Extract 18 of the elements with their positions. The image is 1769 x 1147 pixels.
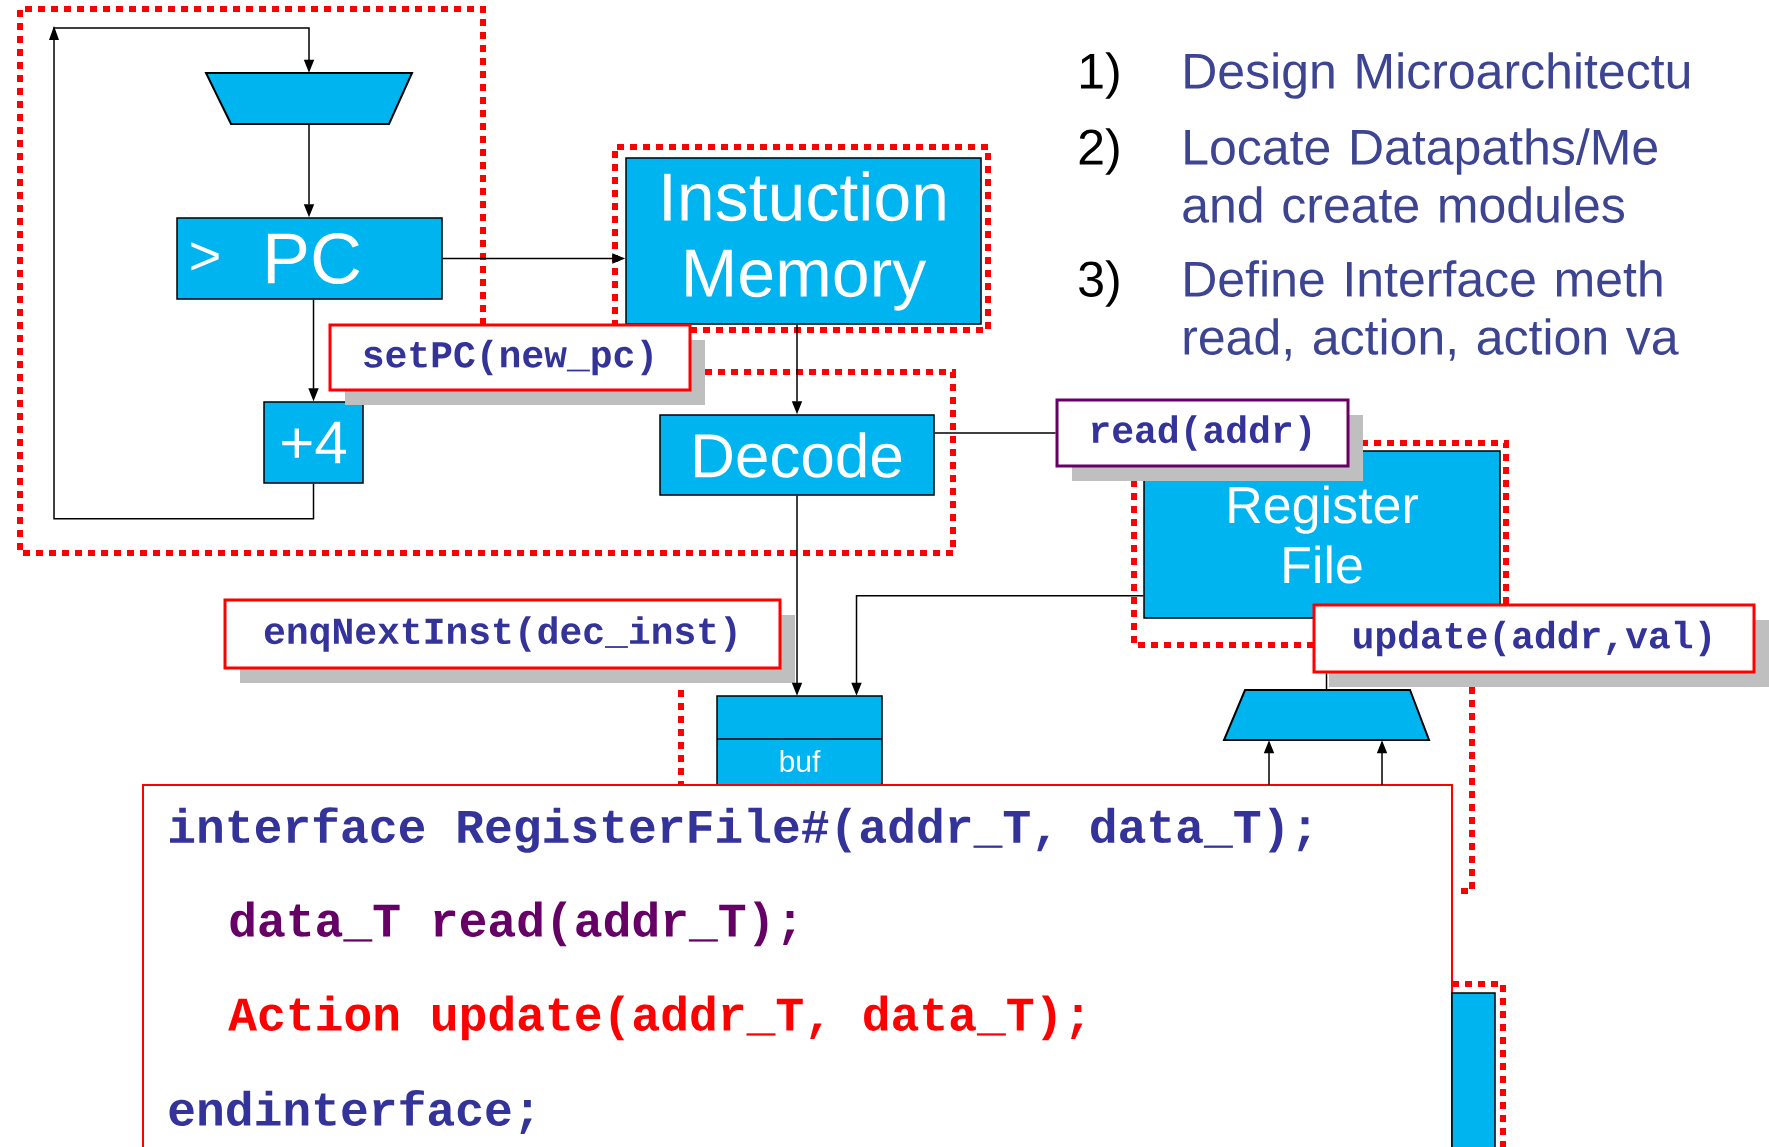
- code-box: interface RegisterFile#(addr_T, data_T); data_T read(addr_T); Action update(addr_T, data_T); endinterface;: [142, 784, 1453, 1147]
- method-callout: read(addr): [1055, 398, 1363, 481]
- list-item: Locate Datapaths/Me and create modules: [1183, 128, 1657, 223]
- adder-box: +4: [263, 401, 364, 484]
- list-number: 2): [1079, 128, 1119, 175]
- list-item: Design Microarchitectu: [1185, 52, 1690, 99]
- list-item: Define Interface meth read, action, action va: [1184, 260, 1679, 361]
- module-box: [1451, 992, 1496, 1147]
- arrow: [49, 26, 315, 520]
- method-callout: setPC(new_pc): [328, 323, 705, 405]
- fifo-buffer: buf: [716, 695, 883, 786]
- list-number: 1): [1081, 52, 1119, 99]
- memory-box: Instuction Memory: [625, 157, 982, 325]
- list-number: 3): [1079, 260, 1119, 307]
- decode-box: Decode: [659, 414, 935, 496]
- method-callout: update(addr,val): [1312, 603, 1769, 687]
- method-callout: enqNextInst(dec_inst): [223, 598, 795, 683]
- register-box: > PC: [176, 217, 443, 300]
